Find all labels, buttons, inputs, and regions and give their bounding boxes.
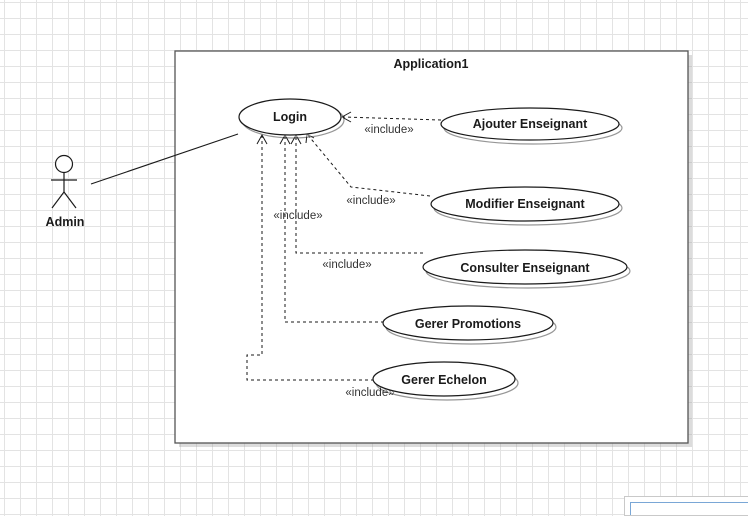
include-label-promotions: «include» — [273, 210, 322, 222]
include-ajouter-login[interactable] — [340, 111, 442, 123]
use-case-gerer-echelon[interactable] — [372, 361, 519, 401]
use-case-echelon-label: Gerer Echelon — [401, 373, 486, 387]
include-echelon-login[interactable] — [246, 133, 374, 381]
use-case-gerer-promotions[interactable] — [382, 305, 557, 345]
use-case-ajouter-enseignant[interactable] — [440, 107, 623, 145]
actor-name: Admin — [46, 215, 85, 229]
actor-head — [54, 154, 74, 174]
use-case-consulter-label: Consulter Enseignant — [460, 261, 590, 275]
actor-right-leg — [63, 191, 77, 209]
use-case-promotions-label: Gerer Promotions — [415, 317, 521, 331]
use-case-ajouter-label: Ajouter Enseignant — [473, 117, 588, 131]
include-label-echelon: «include» — [345, 387, 394, 399]
use-case-login[interactable] — [238, 98, 345, 139]
use-case-modifier-enseignant[interactable] — [430, 186, 623, 226]
use-case-modifier-label: Modifier Enseignant — [465, 197, 585, 211]
actor-admin[interactable] — [51, 154, 77, 209]
include-label-consulter: «include» — [322, 259, 371, 271]
corner-panel[interactable] — [624, 496, 748, 516]
actor-left-leg — [51, 191, 65, 209]
system-title: Application1 — [393, 57, 468, 71]
include-label-modifier: «include» — [346, 195, 395, 207]
use-case-consulter-enseignant[interactable] — [422, 249, 631, 289]
association-admin-login[interactable] — [90, 133, 239, 185]
include-label-ajouter: «include» — [364, 124, 413, 136]
use-case-login-label: Login — [273, 110, 307, 124]
